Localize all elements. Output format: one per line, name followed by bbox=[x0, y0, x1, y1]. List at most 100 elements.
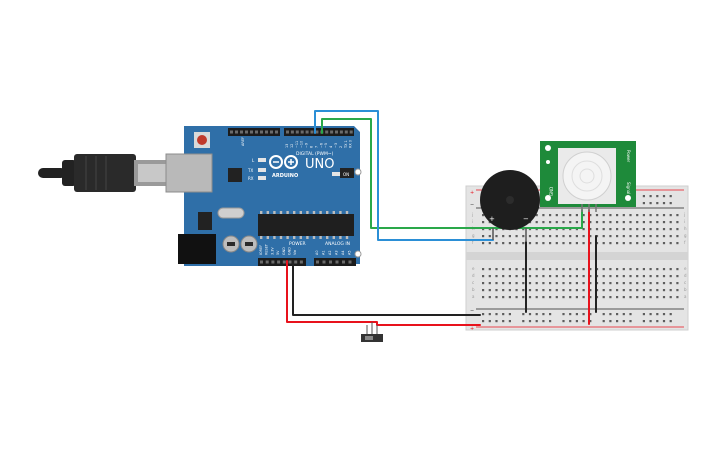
breadboard-hole[interactable] bbox=[562, 275, 565, 278]
power-header[interactable] bbox=[258, 258, 306, 266]
breadboard-hole[interactable] bbox=[662, 202, 666, 205]
breadboard-hole[interactable] bbox=[636, 235, 639, 238]
breadboard-hole[interactable] bbox=[649, 296, 652, 299]
breadboard-hole[interactable] bbox=[549, 242, 552, 245]
breadboard-hole[interactable] bbox=[535, 228, 538, 231]
breadboard-hole[interactable] bbox=[575, 242, 578, 245]
breadboard-hole[interactable] bbox=[649, 268, 652, 271]
header-hole[interactable] bbox=[271, 260, 275, 264]
breadboard-hole[interactable] bbox=[656, 275, 659, 278]
breadboard-hole[interactable] bbox=[589, 275, 592, 278]
breadboard-hole[interactable] bbox=[482, 221, 485, 224]
breadboard-hole[interactable] bbox=[669, 228, 672, 231]
breadboard-hole[interactable] bbox=[602, 296, 605, 299]
breadboard-hole[interactable] bbox=[602, 282, 605, 285]
breadboard-hole[interactable] bbox=[642, 282, 645, 285]
breadboard-hole[interactable] bbox=[669, 268, 672, 271]
breadboard-hole[interactable] bbox=[669, 275, 672, 278]
breadboard-hole[interactable] bbox=[535, 320, 538, 323]
breadboard-hole[interactable] bbox=[495, 235, 498, 238]
header-hole[interactable] bbox=[282, 260, 286, 264]
breadboard-hole[interactable] bbox=[502, 296, 505, 299]
breadboard-hole[interactable] bbox=[575, 282, 578, 285]
header-hole[interactable] bbox=[260, 130, 263, 134]
breadboard-hole[interactable] bbox=[549, 289, 552, 292]
breadboard-hole[interactable] bbox=[535, 282, 538, 285]
breadboard-hole[interactable] bbox=[495, 242, 498, 245]
breadboard-hole[interactable] bbox=[636, 221, 639, 224]
breadboard-hole[interactable] bbox=[488, 235, 491, 238]
breadboard-hole[interactable] bbox=[555, 214, 558, 217]
breadboard-hole[interactable] bbox=[549, 296, 552, 299]
breadboard-hole[interactable] bbox=[616, 268, 619, 271]
breadboard-hole[interactable] bbox=[622, 228, 625, 231]
breadboard-hole[interactable] bbox=[662, 275, 666, 278]
breadboard-hole[interactable] bbox=[488, 296, 491, 299]
breadboard-hole[interactable] bbox=[622, 275, 625, 278]
breadboard-hole[interactable] bbox=[582, 282, 585, 285]
breadboard-hole[interactable] bbox=[662, 268, 666, 271]
header-hole[interactable] bbox=[342, 260, 345, 264]
breadboard-hole[interactable] bbox=[589, 268, 592, 271]
breadboard-hole[interactable] bbox=[569, 296, 572, 299]
header-hole[interactable] bbox=[299, 260, 303, 264]
breadboard-hole[interactable] bbox=[676, 296, 679, 299]
breadboard-hole[interactable] bbox=[495, 296, 498, 299]
breadboard-hole[interactable] bbox=[575, 228, 578, 231]
header-hole[interactable] bbox=[322, 260, 326, 264]
breadboard-hole[interactable] bbox=[662, 242, 666, 245]
breadboard-hole[interactable] bbox=[508, 282, 511, 285]
breadboard-hole[interactable] bbox=[642, 228, 645, 231]
breadboard-hole[interactable] bbox=[656, 214, 659, 217]
breadboard-hole[interactable] bbox=[515, 275, 518, 278]
breadboard-hole[interactable] bbox=[616, 289, 619, 292]
breadboard-hole[interactable] bbox=[562, 235, 565, 238]
header-hole[interactable] bbox=[335, 130, 338, 134]
header-hole[interactable] bbox=[316, 260, 319, 264]
breadboard-hole[interactable] bbox=[589, 242, 592, 245]
breadboard-hole[interactable] bbox=[528, 242, 532, 245]
breadboard-hole[interactable] bbox=[609, 268, 612, 271]
breadboard-hole[interactable] bbox=[522, 235, 525, 238]
breadboard-hole[interactable] bbox=[549, 221, 552, 224]
breadboard-hole[interactable] bbox=[522, 313, 525, 316]
breadboard-hole[interactable] bbox=[482, 228, 485, 231]
breadboard-hole[interactable] bbox=[562, 214, 565, 217]
power-jack[interactable] bbox=[178, 234, 216, 264]
breadboard-hole[interactable] bbox=[595, 221, 599, 224]
digital-header-right[interactable] bbox=[284, 128, 354, 136]
breadboard-hole[interactable] bbox=[636, 242, 639, 245]
breadboard-hole[interactable] bbox=[508, 235, 511, 238]
breadboard-hole[interactable] bbox=[508, 242, 511, 245]
breadboard-hole[interactable] bbox=[495, 282, 498, 285]
breadboard-hole[interactable] bbox=[629, 268, 632, 271]
breadboard-hole[interactable] bbox=[676, 228, 679, 231]
breadboard-hole[interactable] bbox=[535, 268, 538, 271]
breadboard-hole[interactable] bbox=[669, 195, 672, 198]
breadboard-hole[interactable] bbox=[649, 289, 652, 292]
header-hole[interactable] bbox=[325, 130, 329, 134]
breadboard-hole[interactable] bbox=[602, 235, 605, 238]
breadboard-hole[interactable] bbox=[562, 282, 565, 285]
header-hole[interactable] bbox=[339, 130, 343, 134]
breadboard-hole[interactable] bbox=[569, 282, 572, 285]
breadboard-hole[interactable] bbox=[522, 282, 525, 285]
breadboard-hole[interactable] bbox=[642, 202, 645, 205]
breadboard-hole[interactable] bbox=[629, 313, 632, 316]
breadboard-hole[interactable] bbox=[649, 282, 652, 285]
breadboard-hole[interactable] bbox=[649, 235, 652, 238]
header-hole[interactable] bbox=[277, 260, 281, 264]
breadboard-hole[interactable] bbox=[535, 296, 538, 299]
breadboard-hole[interactable] bbox=[528, 275, 532, 278]
breadboard-hole[interactable] bbox=[662, 289, 666, 292]
breadboard-hole[interactable] bbox=[662, 320, 666, 323]
breadboard-hole[interactable] bbox=[616, 296, 619, 299]
breadboard-hole[interactable] bbox=[482, 296, 485, 299]
breadboard-hole[interactable] bbox=[562, 268, 565, 271]
header-hole[interactable] bbox=[275, 130, 278, 134]
header-hole[interactable] bbox=[265, 260, 269, 264]
breadboard-hole[interactable] bbox=[495, 228, 498, 231]
breadboard-hole[interactable] bbox=[482, 275, 485, 278]
breadboard-hole[interactable] bbox=[609, 221, 612, 224]
breadboard-hole[interactable] bbox=[662, 296, 666, 299]
